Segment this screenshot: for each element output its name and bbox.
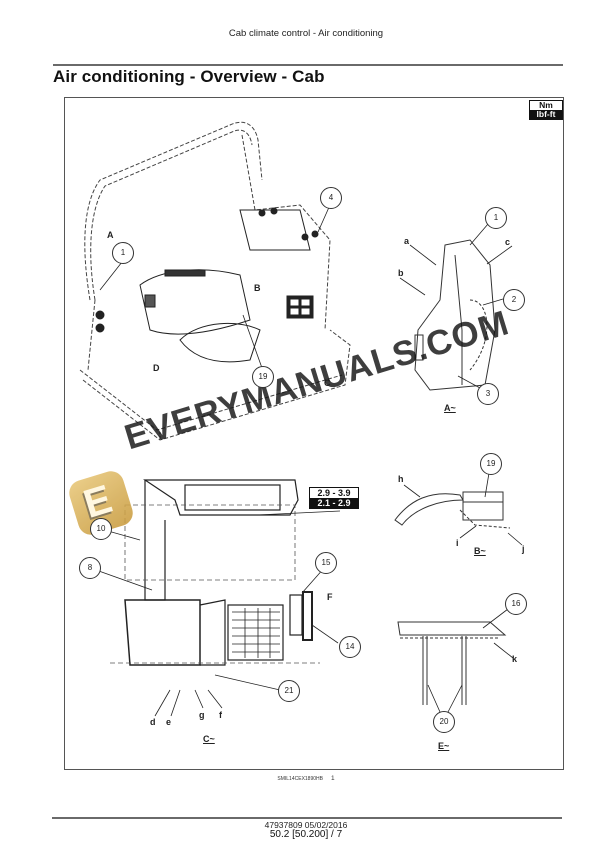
- label-g: g: [199, 710, 205, 720]
- doc-number: 47937809 05/02/2016: [264, 820, 348, 830]
- unit-nm: Nm: [530, 101, 562, 110]
- callout-B-19: 19: [480, 453, 502, 475]
- callout-1: 1: [112, 242, 134, 264]
- callout-C-15: 15: [315, 552, 337, 574]
- callout-C-14: 14: [339, 636, 361, 658]
- unit-legend: Nm lbf-ft: [529, 100, 563, 120]
- callout-A-3: 3: [477, 383, 499, 405]
- view-B-label: B~: [474, 546, 486, 556]
- torque-spec: 2.9 - 3.9 2.1 - 2.9: [309, 487, 359, 509]
- unit-lbf-ft: lbf-ft: [530, 110, 562, 119]
- label-C: C: [324, 378, 331, 388]
- label-B: B: [254, 283, 261, 293]
- label-d: d: [150, 717, 156, 727]
- callout-C-10: 10: [90, 518, 112, 540]
- view-E-label: E~: [438, 741, 450, 751]
- figure-code: SMIL14CEX1890HB: [277, 776, 323, 782]
- label-f: f: [219, 710, 222, 720]
- label-k: k: [512, 654, 518, 664]
- figure-frame: [64, 97, 564, 770]
- view-C-label: C~: [203, 734, 215, 744]
- torque-lbf-ft: 2.1 - 2.9: [310, 498, 358, 508]
- callout-E-16: 16: [505, 593, 527, 615]
- footer-rule: [52, 817, 562, 819]
- label-j: j: [522, 544, 525, 554]
- callout-4: 4: [320, 187, 342, 209]
- running-header: Cab climate control - Air conditioning: [228, 28, 384, 39]
- callout-A-2: 2: [503, 289, 525, 311]
- figure-number: 1: [330, 775, 335, 782]
- label-b: b: [398, 268, 404, 278]
- label-i: i: [456, 538, 459, 548]
- view-A-label: A~: [444, 403, 456, 413]
- label-A: A: [107, 230, 114, 240]
- label-h: h: [398, 474, 404, 484]
- label-a: a: [404, 236, 410, 246]
- label-c: c: [505, 237, 511, 247]
- callout-E-20: 20: [433, 711, 455, 733]
- label-F: F: [327, 592, 333, 602]
- label-D: D: [153, 363, 160, 373]
- header-rule: [53, 64, 563, 66]
- callout-C-21: 21: [278, 680, 300, 702]
- callout-19: 19: [252, 366, 274, 388]
- callout-C-8: 8: [79, 557, 101, 579]
- page-reference: 50.2 [50.200] / 7: [269, 829, 343, 840]
- callout-A-1: 1: [485, 207, 507, 229]
- label-e: e: [166, 717, 172, 727]
- figure-id: SMIL14CEX1890HB 1: [0, 775, 612, 782]
- page-title: Air conditioning - Overview - Cab: [53, 67, 325, 86]
- torque-nm: 2.9 - 3.9: [310, 488, 358, 498]
